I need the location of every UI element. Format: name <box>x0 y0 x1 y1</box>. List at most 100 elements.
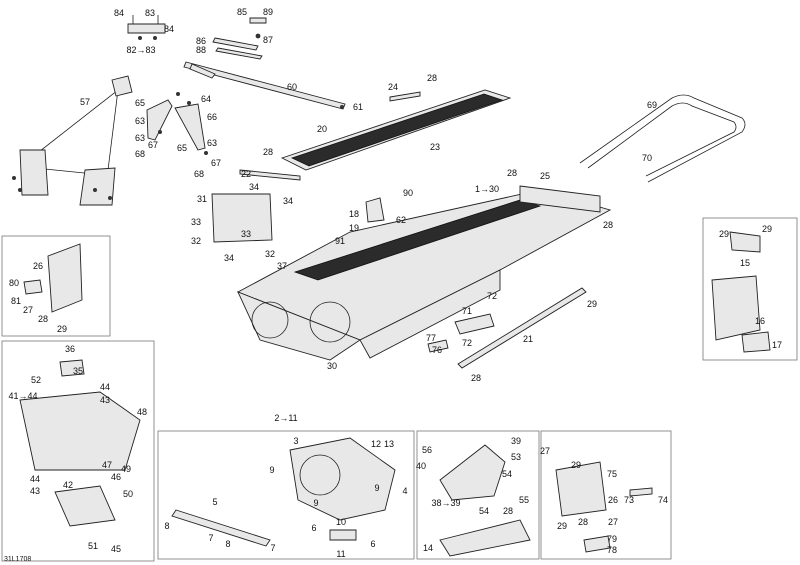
callout-c43a: 43 <box>100 395 110 405</box>
callout-c28e: 28 <box>471 373 481 383</box>
callout-c68a: 68 <box>135 149 145 159</box>
callout-c88: 88 <box>196 45 206 55</box>
callout-c91: 91 <box>335 236 345 246</box>
callout-c3: 3 <box>293 436 298 446</box>
callout-c61: 61 <box>353 102 363 112</box>
callout-c69: 69 <box>647 100 657 110</box>
callout-c32b: 32 <box>265 249 275 259</box>
callout-c32a: 32 <box>191 236 201 246</box>
callout-c19: 19 <box>349 223 359 233</box>
heat-exchanger-part <box>280 89 512 171</box>
callout-c21: 21 <box>523 334 533 344</box>
callout-c49: 49 <box>121 464 131 474</box>
callout-c38: 38→39 <box>431 498 460 508</box>
callout-c84a: 84 <box>114 8 124 18</box>
callout-c23: 23 <box>430 142 440 152</box>
inset-box-left-bracket <box>1 235 111 337</box>
callout-c11: 11 <box>336 549 345 559</box>
callout-c7b: 7 <box>270 543 275 553</box>
callout-c55: 55 <box>519 495 529 505</box>
inset-box-bracket-assembly <box>416 430 540 560</box>
flap-panel-part <box>211 169 301 243</box>
callout-c67b: 67 <box>211 158 221 168</box>
callout-c52: 52 <box>31 375 41 385</box>
callout-c27b: 27 <box>540 446 550 456</box>
callout-c26b: 26 <box>608 495 618 505</box>
callout-c12: 12 <box>371 439 381 449</box>
callout-c63c: 63 <box>207 138 217 148</box>
callout-c27a: 27 <box>23 305 33 315</box>
callout-c85: 85 <box>237 7 247 17</box>
callout-c86: 86 <box>196 36 206 46</box>
inset-box-side-bracket <box>540 430 672 560</box>
rail-strip-part <box>212 17 267 60</box>
callout-c57: 57 <box>80 97 90 107</box>
callout-c43b: 43 <box>30 486 40 496</box>
callout-c34b: 34 <box>283 196 293 206</box>
callout-c34a: 34 <box>249 182 259 192</box>
callout-c71: 71 <box>462 306 472 316</box>
callout-c28f: 28 <box>38 314 48 324</box>
callout-c37: 37 <box>277 261 287 271</box>
skid-bracket-part <box>427 313 495 353</box>
callout-c63a: 63 <box>135 116 145 126</box>
callout-c27c: 27 <box>608 517 618 527</box>
callout-c9b: 9 <box>374 483 379 493</box>
callout-c13: 13 <box>384 439 394 449</box>
callout-c29a: 29 <box>587 299 597 309</box>
callout-c7a: 7 <box>208 533 213 543</box>
left-bracket-part <box>23 243 83 313</box>
callout-c15: 15 <box>740 258 750 268</box>
callout-c66: 66 <box>207 112 217 122</box>
handle-loop-part <box>579 94 746 183</box>
callout-c18: 18 <box>349 209 359 219</box>
callout-c48: 48 <box>137 407 147 417</box>
front-frame-parts <box>171 437 396 547</box>
callout-c64: 64 <box>201 94 211 104</box>
callout-c84b: 84 <box>164 24 174 34</box>
callout-c26a: 26 <box>33 261 43 271</box>
callout-c33a: 33 <box>191 217 201 227</box>
callout-c74: 74 <box>658 495 668 505</box>
mount-bracket-part <box>365 197 385 223</box>
support-brackets-part <box>146 92 208 155</box>
callout-c81: 81 <box>11 296 21 306</box>
callout-c82: 82→83 <box>126 45 155 55</box>
callout-c39a: 39 <box>511 436 521 446</box>
callout-c36: 36 <box>65 344 75 354</box>
inset-box-front-frame <box>157 430 415 560</box>
callout-c24: 24 <box>388 82 398 92</box>
callout-c46: 46 <box>111 472 121 482</box>
callout-c79: 79 <box>607 534 617 544</box>
callout-c60: 60 <box>287 82 297 92</box>
callout-c28g: 28 <box>503 506 513 516</box>
callout-c20: 20 <box>317 124 327 134</box>
callout-c54a: 54 <box>502 469 512 479</box>
callout-c22: 22 <box>241 169 251 179</box>
callout-c56: 56 <box>422 445 432 455</box>
callout-c65a: 65 <box>135 98 145 108</box>
callout-c14: 14 <box>423 543 433 553</box>
side-rail-part <box>457 287 587 369</box>
inset-box-right-bracket <box>702 217 798 361</box>
callout-c40: 40 <box>416 461 426 471</box>
callout-c30: 30 <box>327 361 337 371</box>
callout-c16: 16 <box>755 316 765 326</box>
callout-c80: 80 <box>9 278 19 288</box>
callout-c6b: 6 <box>370 539 375 549</box>
inset-box-footrest <box>1 340 155 562</box>
callout-c130: 1→30 <box>475 184 499 194</box>
callout-c29e: 29 <box>571 460 581 470</box>
clip-bracket-part <box>127 15 166 40</box>
long-rod-part <box>183 61 346 110</box>
diagram-code: 31L1708 <box>4 556 31 563</box>
callout-c9a: 9 <box>269 465 274 475</box>
callout-c44a: 44 <box>100 382 110 392</box>
tunnel-chassis-part <box>236 185 612 361</box>
callout-c17: 17 <box>772 340 782 350</box>
callout-c68b: 68 <box>194 169 204 179</box>
callout-c89: 89 <box>263 7 273 17</box>
callout-c28h: 28 <box>578 517 588 527</box>
callout-c211: 2→11 <box>274 413 297 423</box>
